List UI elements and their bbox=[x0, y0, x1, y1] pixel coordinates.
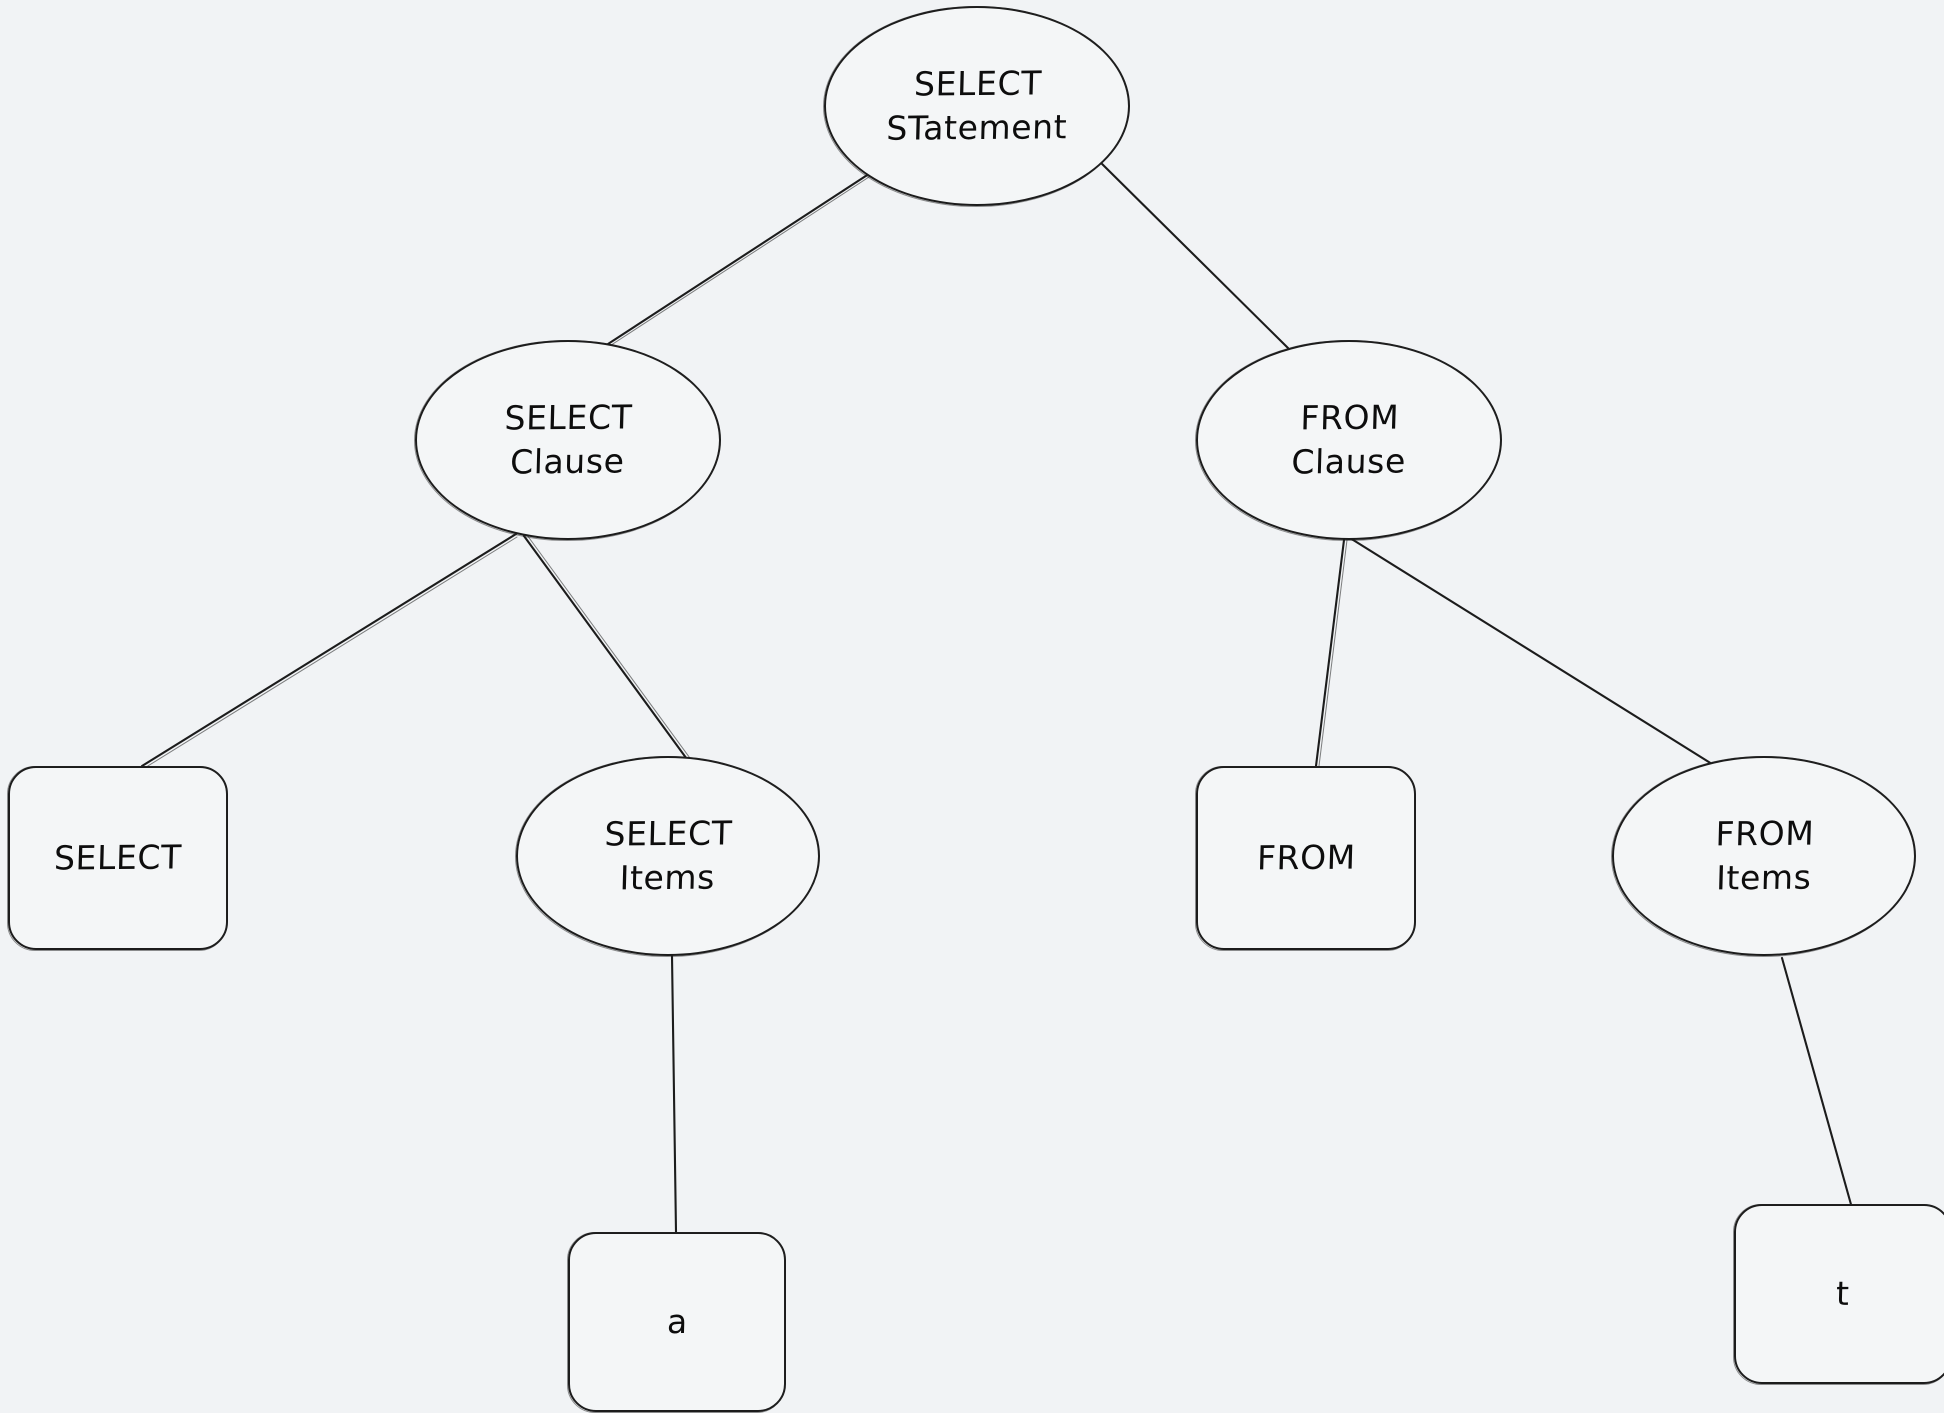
edge-selclause-selitems-ghost bbox=[526, 534, 696, 766]
node-from-items[interactable]: FROM Items bbox=[1611, 756, 1916, 957]
node-from-clause-label: FROM Clause bbox=[1290, 397, 1407, 482]
edge-fromitems-t bbox=[1780, 956, 1854, 1210]
node-from-terminal[interactable]: FROM bbox=[1195, 766, 1416, 951]
edge-selclause-select-ghost bbox=[142, 536, 518, 770]
edge-fromclause-from-ghost bbox=[1318, 539, 1348, 767]
node-from-terminal-label: FROM bbox=[1256, 837, 1356, 878]
node-select-value-a-label: a bbox=[666, 1301, 688, 1341]
node-select-clause[interactable]: SELECT Clause bbox=[414, 340, 721, 541]
node-from-value-t-label: t bbox=[1835, 1273, 1851, 1313]
edge-fromclause-from bbox=[1314, 538, 1346, 768]
node-select-statement[interactable]: SELECT STatement bbox=[823, 6, 1130, 207]
node-select-terminal[interactable]: SELECT bbox=[7, 766, 228, 951]
node-select-statement-label: SELECT STatement bbox=[885, 63, 1068, 148]
node-select-terminal-label: SELECT bbox=[53, 837, 183, 878]
node-from-clause[interactable]: FROM Clause bbox=[1195, 340, 1502, 541]
node-select-items-label: SELECT Items bbox=[604, 813, 734, 898]
edge-stmt-select-clause-ghost bbox=[610, 169, 881, 346]
node-from-value-t[interactable]: t bbox=[1733, 1204, 1944, 1385]
edge-stmt-select-clause bbox=[606, 166, 880, 346]
node-select-value-a[interactable]: a bbox=[567, 1232, 786, 1413]
node-select-clause-label: SELECT Clause bbox=[504, 397, 634, 482]
edge-selitems-a bbox=[670, 954, 678, 1234]
edge-fromclause-fromitems bbox=[1348, 536, 1714, 766]
edge-stmt-from-clause bbox=[1090, 152, 1290, 350]
edge-selclause-select bbox=[140, 532, 518, 768]
edge-selclause-selitems bbox=[522, 534, 694, 768]
node-from-items-label: FROM Items bbox=[1714, 813, 1815, 898]
node-select-items[interactable]: SELECT Items bbox=[515, 756, 820, 957]
